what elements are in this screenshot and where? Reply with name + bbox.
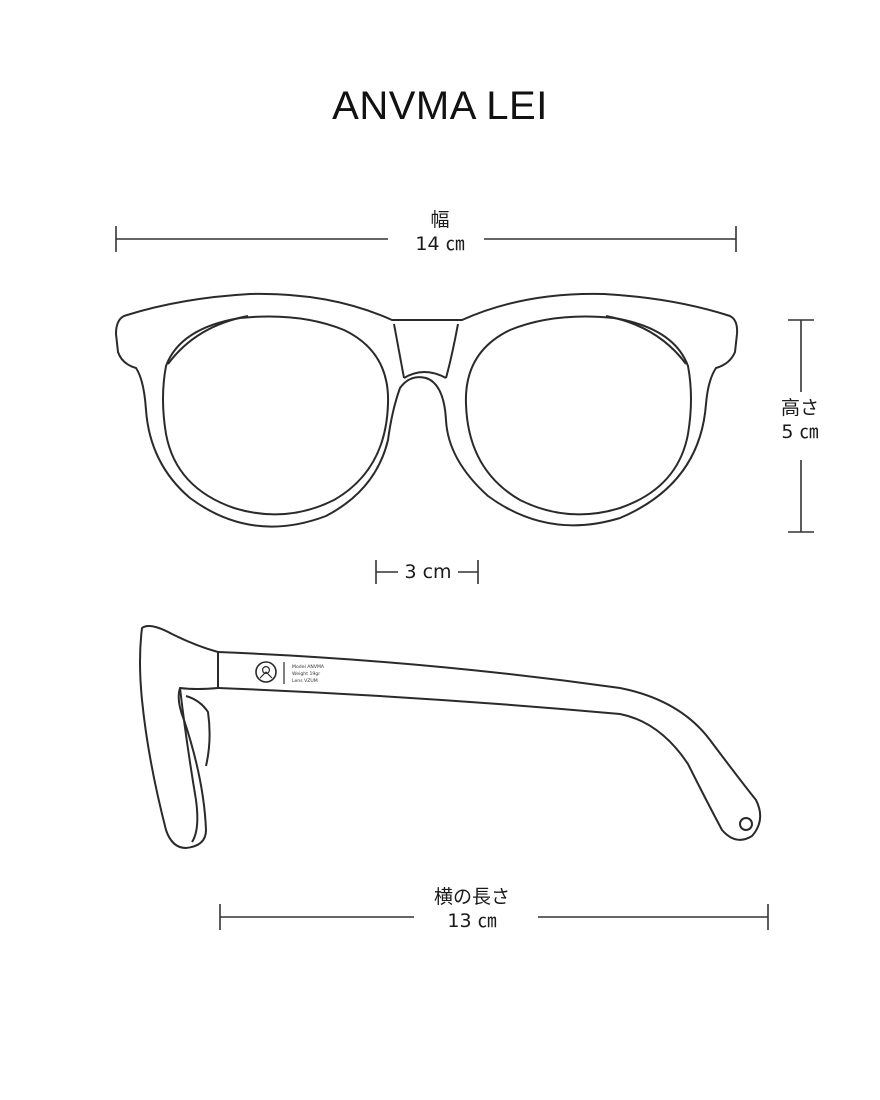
logo-circle-icon xyxy=(255,661,277,683)
product-title: ANVMA LEI xyxy=(332,84,548,128)
length-dimension-line xyxy=(219,904,769,930)
bridge xyxy=(393,323,405,379)
bridge-label-value: 3 cm xyxy=(404,561,452,583)
height-label: 高さ 5 ㎝ xyxy=(765,396,835,444)
length-label: 横の長さ 13 ㎝ xyxy=(412,885,532,933)
width-label-name: 幅 xyxy=(430,209,450,231)
temple-print-line1: Model ANVMA xyxy=(292,664,325,670)
length-label-name: 横の長さ xyxy=(433,886,510,908)
temple-arm xyxy=(217,651,762,841)
temple-tip-hole xyxy=(739,817,753,831)
height-dimension-line xyxy=(788,319,814,533)
left-lens xyxy=(162,315,390,516)
glasses-front-view xyxy=(115,292,739,528)
temple-print-line3: Lens VZUM xyxy=(292,678,318,684)
height-label-name: 高さ xyxy=(780,397,819,419)
glasses-side-view xyxy=(139,625,762,849)
bridge-label: 3 cm xyxy=(396,560,460,584)
right-lens xyxy=(464,315,692,516)
side-frame-front xyxy=(139,625,219,849)
width-dimension-line xyxy=(115,226,737,252)
front-frame-outline xyxy=(115,292,739,528)
length-label-value: 13 ㎝ xyxy=(447,910,497,932)
height-label-value: 5 ㎝ xyxy=(781,421,819,443)
temple-print-line2: Weight 19gr xyxy=(292,671,320,677)
width-label: 幅 14 ㎝ xyxy=(390,208,490,256)
width-label-value: 14 ㎝ xyxy=(415,233,465,255)
bridge-dimension-line xyxy=(375,560,479,584)
